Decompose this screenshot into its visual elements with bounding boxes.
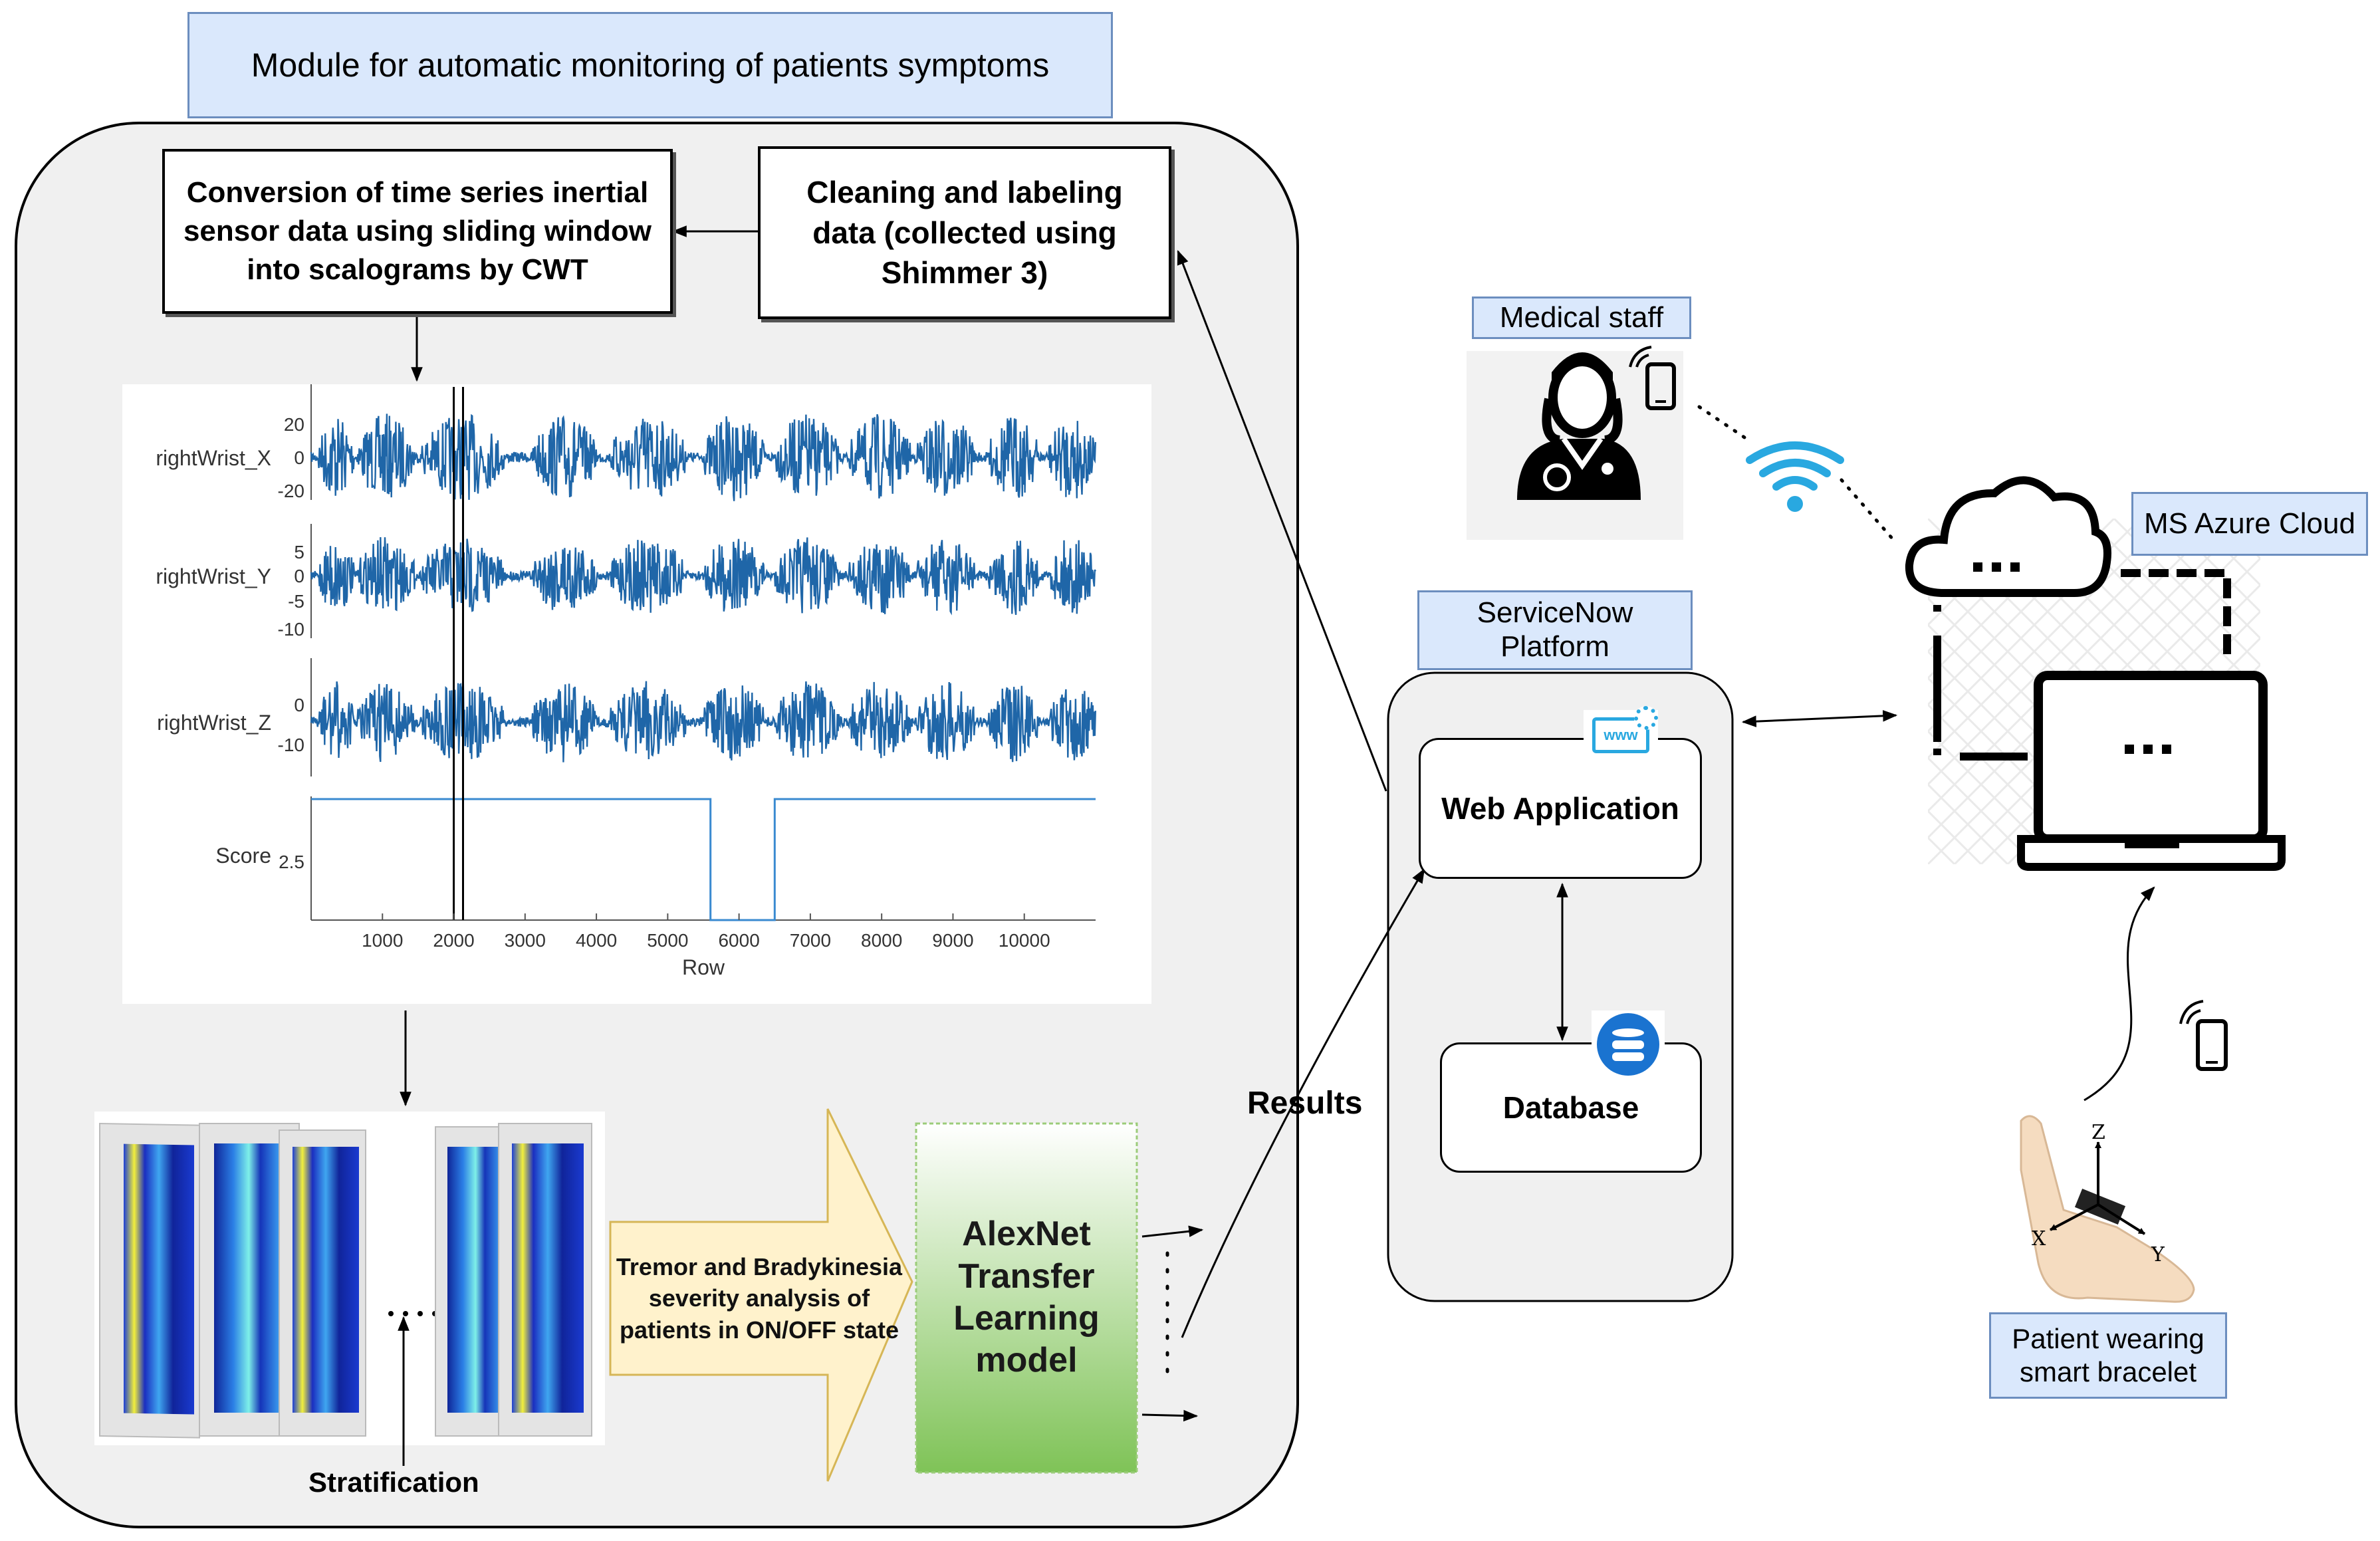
gear-icon	[1634, 706, 1658, 730]
axis-letter-y: Y	[2151, 1243, 2165, 1266]
series-label-rightWrist_Z: rightWrist_Z	[157, 711, 271, 735]
wifi-icon	[1746, 441, 1844, 512]
xtick-label-2: 3000	[505, 930, 546, 951]
xtick-label-7: 8000	[861, 930, 902, 951]
patient-label-text: Patient wearing smart bracelet	[2012, 1322, 2204, 1387]
database-icon	[1592, 1010, 1665, 1078]
arrow-results-to-webapp	[1181, 868, 1425, 1338]
conversion-text: Conversion of time series inertial senso…	[183, 176, 652, 287]
ytick-rightWrist_Z-0: 0	[294, 695, 304, 715]
web-icon-text: www	[1604, 727, 1638, 743]
signal-rightWrist_Y	[310, 536, 1096, 616]
model-box-label: AlexNet Transfer Learning model	[953, 1215, 1100, 1380]
dotted-wifi-cloud	[1840, 478, 1895, 542]
medical-staff-text: Medical staff	[1499, 300, 1664, 334]
xtick-label-1: 2000	[433, 930, 474, 951]
model-box: AlexNet Transfer Learning model	[917, 1125, 1135, 1471]
web-application-label: Web Application	[1441, 791, 1679, 826]
medical-staff-label: Medical staff	[1472, 296, 1691, 339]
dotted-staff-wifi	[1697, 405, 1750, 442]
x-axis-title: Row	[682, 955, 725, 979]
web-application-box: Web Application	[1419, 738, 1702, 879]
ytick-rightWrist_Y-3: -10	[278, 619, 304, 640]
score-line	[311, 798, 1096, 921]
ytick-rightWrist_X-2: -20	[278, 481, 304, 501]
xtick-label-4: 5000	[647, 930, 688, 951]
module-title-label: Module for automatic monitoring of patie…	[187, 12, 1113, 118]
axis-letter-z: Z	[2091, 1121, 2105, 1144]
database-cylinder-icon	[1597, 1013, 1659, 1076]
arrow-platform-to-cleaning	[1177, 249, 1387, 792]
servicenow-label-text: ServiceNow Platform	[1477, 596, 1633, 663]
xtick-label-5: 6000	[718, 930, 759, 951]
analysis-arrow-label: Tremor and Bradykinesia severity analysi…	[616, 1252, 903, 1344]
module-title-text: Module for automatic monitoring of patie…	[251, 47, 1050, 84]
ytick-rightWrist_Z-1: -10	[278, 735, 304, 755]
conversion-box: Conversion of time series inertial senso…	[162, 149, 673, 314]
model-box-shape	[915, 1122, 1138, 1474]
servicenow-label: ServiceNow Platform	[1417, 590, 1693, 670]
series-label-Score: Score	[215, 844, 271, 868]
xtick-label-0: 1000	[362, 930, 403, 951]
ytick-rightWrist_X-1: 0	[294, 447, 304, 468]
arrow-model-out-bottom	[1141, 1409, 1199, 1422]
signal-rightWrist_Z	[310, 681, 1096, 763]
web-icon: www	[1584, 706, 1658, 761]
patient-label: Patient wearing smart bracelet	[1989, 1312, 2227, 1399]
azure-label: MS Azure Cloud	[2131, 492, 2368, 556]
azure-cloud-laptop-icon	[1905, 476, 2286, 871]
signal-rightWrist_X	[310, 414, 1096, 501]
ytick-rightWrist_X-0: 20	[284, 414, 304, 435]
web-browser-icon: www	[1592, 706, 1658, 753]
arrow-model-out-top	[1141, 1225, 1204, 1238]
ytick-rightWrist_Y-2: -5	[288, 591, 304, 612]
xtick-label-3: 4000	[576, 930, 617, 951]
results-label: Results	[1247, 1086, 1363, 1121]
patient-wrist-icon	[2020, 1115, 2195, 1303]
stratification-label: Stratification	[308, 1467, 479, 1498]
xtick-label-9: 10000	[999, 930, 1050, 951]
ytick-rightWrist_Y-1: 0	[294, 566, 304, 586]
analysis-arrow-shape	[609, 1108, 913, 1482]
xtick-label-6: 7000	[790, 930, 831, 951]
staff-phone-icon	[1629, 346, 1676, 410]
cleaning-text: Cleaning and labeling data (collected us…	[806, 174, 1123, 291]
ytick-score: 2.5	[279, 852, 304, 872]
signal-chart: rightWrist_X 20 0 -20 rightWrist_Y 5 0 -5 -10 rig…	[156, 384, 1096, 979]
scalogram-strip	[94, 1112, 605, 1445]
arrow-bracelet-to-laptop	[2083, 886, 2155, 1102]
doctor-icon	[1467, 351, 1683, 540]
series-label-rightWrist_Y: rightWrist_Y	[156, 564, 271, 588]
series-label-rightWrist_X: rightWrist_X	[156, 446, 271, 470]
xtick-label-8: 9000	[932, 930, 973, 951]
analysis-arrow-text: Tremor and Bradykinesia severity analysi…	[613, 1229, 905, 1368]
patient-phone-icon	[2179, 1000, 2228, 1071]
arrow-platform-cloud	[1741, 710, 1898, 727]
axis-letter-x: X	[2032, 1227, 2046, 1250]
ytick-rightWrist_Y-0: 5	[294, 542, 304, 562]
database-label: Database	[1502, 1090, 1639, 1125]
cleaning-box: Cleaning and labeling data (collected us…	[758, 146, 1171, 319]
azure-label-text: MS Azure Cloud	[2144, 507, 2355, 540]
